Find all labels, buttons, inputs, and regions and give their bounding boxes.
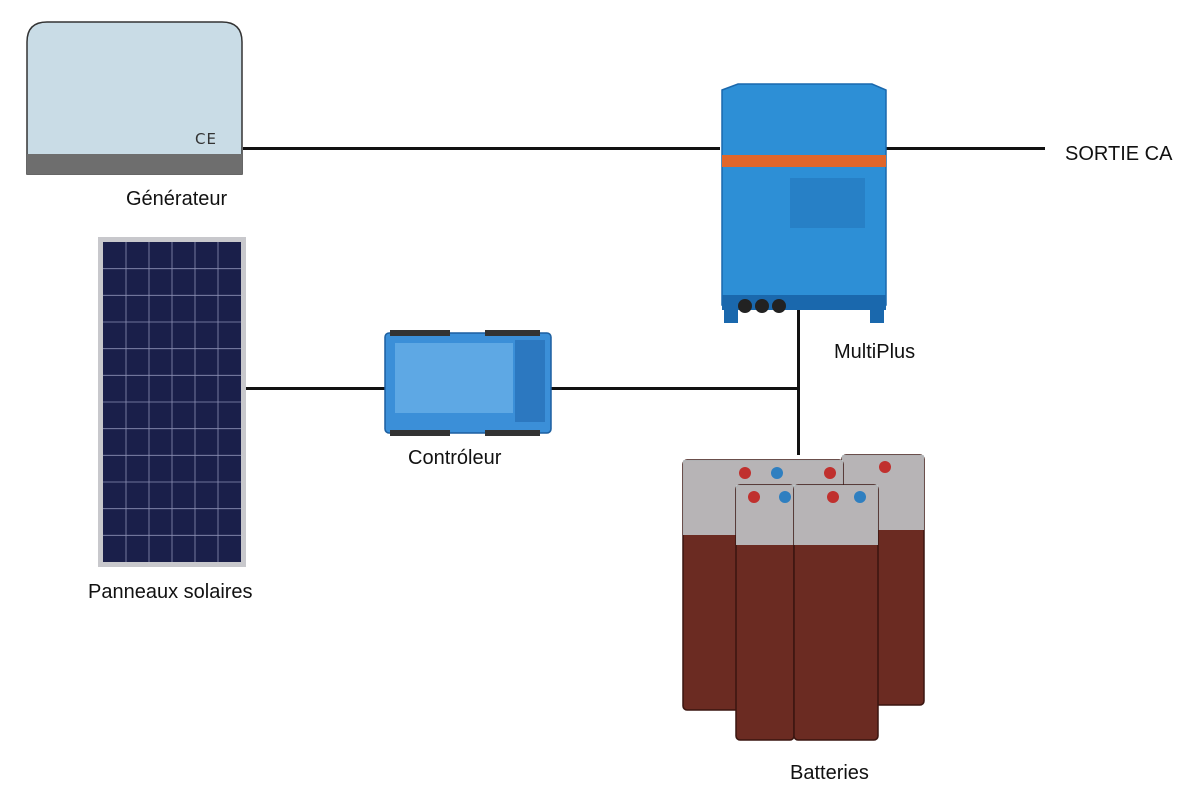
wire-multiplus-battery xyxy=(797,305,800,455)
wire-generator-multiplus xyxy=(243,147,720,150)
wire-solar-controller xyxy=(245,387,385,390)
generator-label: Générateur xyxy=(126,188,228,210)
solar-label: Panneaux solaires xyxy=(88,581,253,603)
multiplus-label: MultiPlus xyxy=(834,341,916,363)
ac-out-label: SORTIE CA xyxy=(1065,143,1173,165)
controller-label: Contróleur xyxy=(408,447,502,469)
wire-multiplus-ac-out xyxy=(885,147,1045,150)
wire-controller-battery xyxy=(550,387,799,390)
ce-mark: CE xyxy=(195,130,217,148)
batteries-label: Batteries xyxy=(790,762,869,784)
